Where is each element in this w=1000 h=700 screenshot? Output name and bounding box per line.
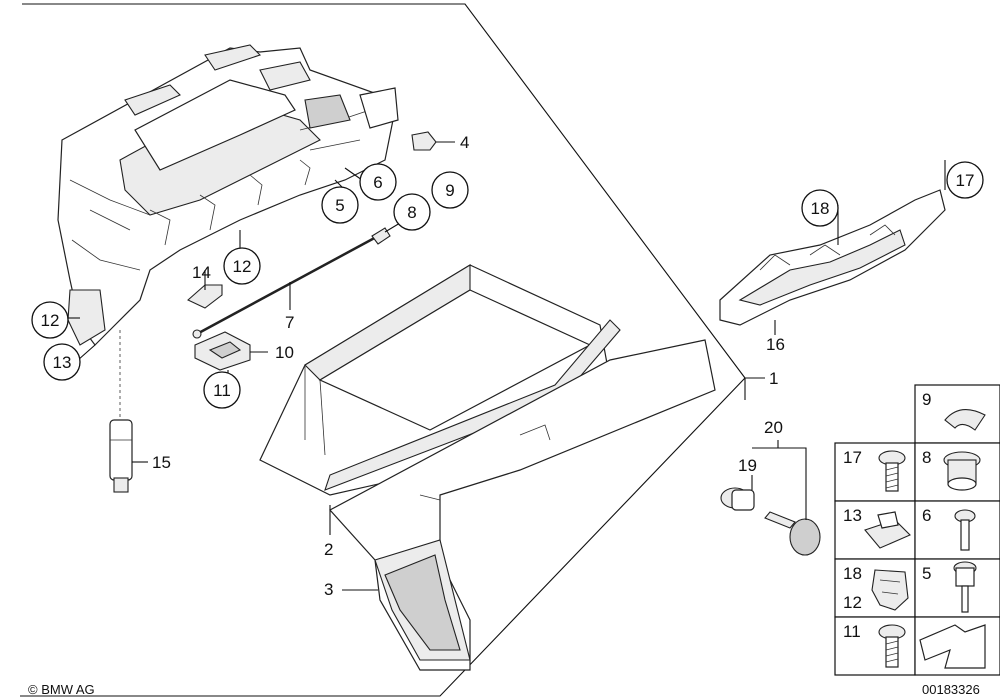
part-10-latch <box>194 331 268 375</box>
diagram-id-text: 00183326 <box>922 682 980 697</box>
callout-12-a-label: 12 <box>233 257 252 276</box>
callout-17-label: 17 <box>956 171 975 190</box>
callout-5-label: 5 <box>335 196 344 215</box>
legend-11-screw-shape <box>878 624 906 668</box>
part-15-damper <box>109 330 148 493</box>
callout-15-label: 15 <box>152 453 171 472</box>
legend-8-grommet-shape <box>943 451 981 491</box>
callout-7-label: 7 <box>285 313 294 332</box>
fastener-legend: 9 17 8 13 6 18 12 5 11 <box>834 384 1000 676</box>
callout-12-a: 12 <box>223 247 261 285</box>
legend-6-push-pin-shape <box>954 509 976 551</box>
callout-16-label: 16 <box>766 335 785 354</box>
callout-6-label: 6 <box>373 173 382 192</box>
legend-5-rivet-shape <box>953 561 977 613</box>
legend-18-12-clip-shape <box>871 569 909 611</box>
callout-11-label: 11 <box>213 381 231 400</box>
legend-12-label: 12 <box>843 593 862 612</box>
legend-17-screw-shape <box>878 450 906 492</box>
callout-10-label: 10 <box>275 343 294 362</box>
part-2-glovebox-bin <box>259 264 621 535</box>
callout-6: 6 <box>359 163 397 201</box>
callout-3-label: 3 <box>324 580 333 599</box>
callout-12-b: 12 <box>31 301 69 339</box>
callout-18-label: 18 <box>811 199 830 218</box>
callout-5: 5 <box>321 186 359 224</box>
glovebox-carrier-frame <box>57 44 399 346</box>
legend-17-label: 17 <box>843 448 862 467</box>
legend-8-label: 8 <box>922 448 931 467</box>
direction-arrow-icon <box>919 624 986 669</box>
part-19-lock-cylinder <box>720 475 755 511</box>
leader-lines <box>66 167 746 400</box>
callout-8: 8 <box>393 193 431 231</box>
legend-13-clip-nut-shape <box>864 511 911 549</box>
copyright-text: © BMW AG <box>28 682 95 697</box>
callout-4-label: 4 <box>460 133 469 152</box>
legend-6-label: 6 <box>922 506 931 525</box>
legend-5-label: 5 <box>922 564 931 583</box>
callout-20-label: 20 <box>764 418 783 437</box>
callout-13-label: 13 <box>53 353 72 372</box>
part-4-clip <box>411 131 455 151</box>
callout-14-label: 14 <box>192 263 211 282</box>
part-14-pin <box>187 284 223 309</box>
callout-9: 9 <box>431 171 469 209</box>
part-20-key <box>752 440 821 556</box>
callout-12-b-label: 12 <box>41 311 60 330</box>
legend-13-label: 13 <box>843 506 862 525</box>
callout-9-label: 9 <box>445 181 454 200</box>
legend-11-label: 11 <box>843 622 861 641</box>
legend-18-label: 18 <box>843 564 862 583</box>
callout-1-label: 1 <box>769 369 778 388</box>
part-3-glovebox-lid <box>329 339 716 671</box>
callout-18: 18 <box>801 189 839 227</box>
callout-11: 11 <box>203 371 241 409</box>
callout-2-label: 2 <box>324 540 333 559</box>
callout-19-label: 19 <box>738 456 757 475</box>
callout-8-label: 8 <box>407 203 416 222</box>
part-16-trim <box>719 160 946 335</box>
callout-13: 13 <box>43 343 81 381</box>
callout-17: 17 <box>946 161 984 199</box>
legend-9-clip-shape <box>944 409 986 431</box>
legend-9-label: 9 <box>922 390 931 409</box>
